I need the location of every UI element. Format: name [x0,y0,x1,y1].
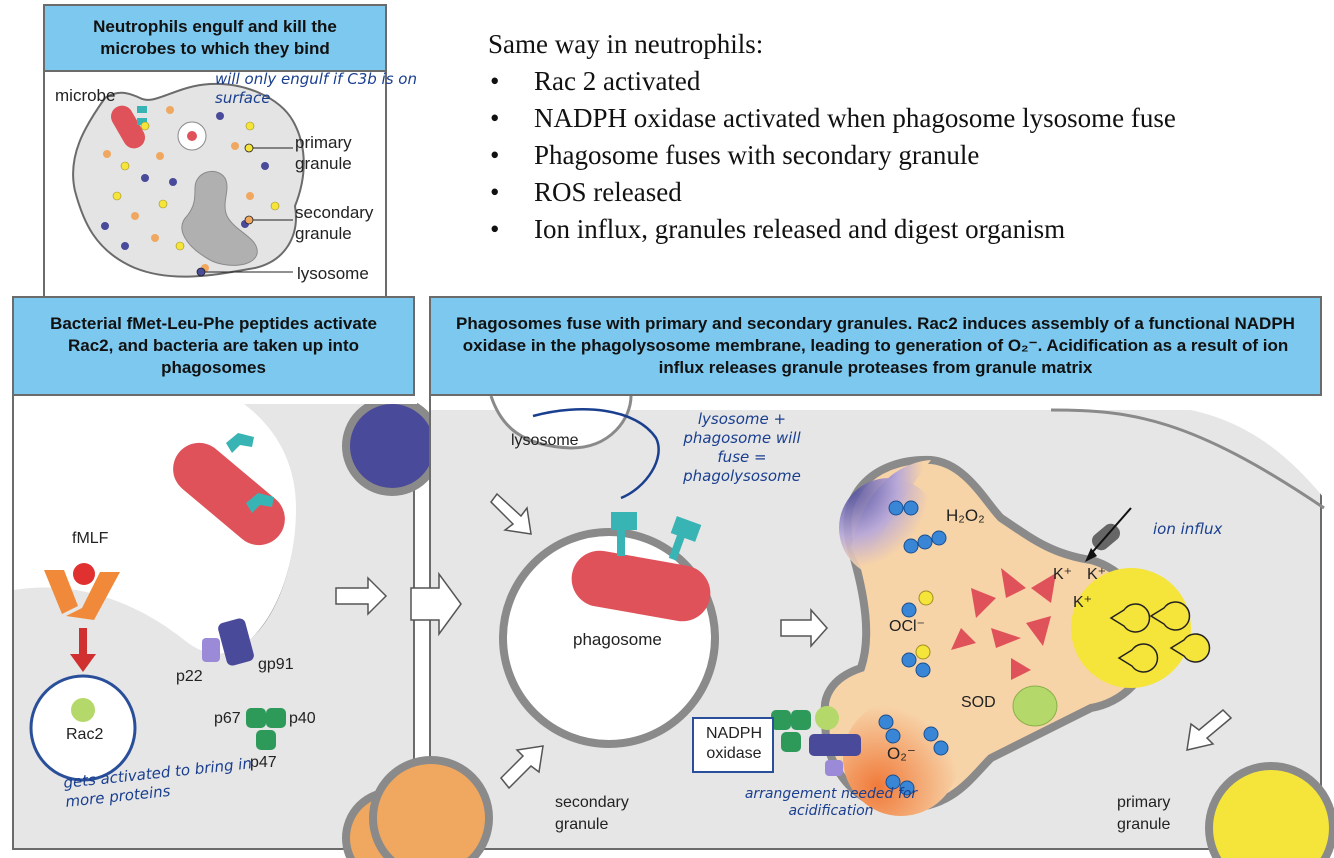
fmlf-receptor [44,570,120,620]
p22 [202,638,220,662]
label-primary-granule-right: primary granule [1117,794,1171,833]
label-secondary-granule-right: secondary granule [555,794,629,833]
nucleus [181,170,258,266]
notes-bullet: NADPH oxidase activated when phagosome l… [488,100,1176,137]
label-o2: O₂⁻ [887,744,916,763]
annotation-arrangement: arrangement needed for acidification [744,786,918,819]
bacterium [173,442,285,546]
panel-left-title: Bacterial fMet-Leu-Phe peptides activate… [50,314,377,377]
receptor [246,493,274,513]
label-ocl: OCl⁻ [889,618,925,635]
microbe-shape [111,105,145,149]
label-p67: p67 [214,710,241,727]
panel-right-header: Phagosomes fuse with primary and seconda… [431,298,1320,396]
microbe-receptor [137,118,147,125]
rac2-compartment [29,674,137,782]
label-primary-granule: primary granule [295,133,352,173]
label-k-1: K⁺ [1053,566,1073,583]
neutrophil-cell [72,82,305,278]
label-microbe: microbe [55,86,116,105]
panel-neutrophil-overview: Neutrophils engulf and kill the microbes… [43,4,417,310]
label-p22: p22 [176,668,203,685]
label-k-3: K⁺ [1073,594,1093,611]
panel-phagolysosome: Phagosomes fuse with primary and seconda… [369,296,1334,858]
label-phagosome: phagosome [573,630,662,649]
panel-top-title: Neutrophils engulf and kill the microbes… [93,17,337,58]
label-nadph-oxidase: NADPH oxidase [705,725,762,762]
annotation-fuse: lysosome + phagosome will fuse = phagoly… [683,410,801,485]
notes-block: Same way in neutrophils: Rac 2 activated… [488,26,1176,248]
receptor [226,433,254,453]
notes-bullet: Phagosome fuses with secondary granule [488,137,1176,174]
label-rac2: Rac2 [66,726,104,743]
label-secondary-granule: secondary granule [295,203,374,243]
p67 [246,708,266,728]
fmlf-ligand [73,563,95,585]
annotation-ion-influx: ion influx [1153,520,1223,538]
phagolysosome-illustration [369,395,1334,858]
rac2-protein [71,698,95,722]
notes-bullet: Rac 2 activated [488,63,1176,100]
nadph-box [692,717,774,773]
lysosome-shape [342,396,442,496]
gp91 [218,618,254,666]
microbe-receptor [137,106,147,113]
notes-bullet: Ion influx, granules released and digest… [488,211,1176,248]
neutrophil-illustration [72,82,305,278]
label-p40: p40 [289,710,316,727]
panel-rac2-activation: Bacterial fMet-Leu-Phe peptides activate… [12,296,442,858]
label-gp91: gp91 [258,656,294,673]
notes-list: Rac 2 activated NADPH oxidase activated … [488,63,1176,248]
notes-bullet: ROS released [488,174,1176,211]
p47 [256,730,276,750]
rac2-illustration [13,396,442,858]
label-p47: p47 [250,754,277,771]
label-sod: SOD [961,694,996,711]
label-h2o2: H₂O₂ [946,506,985,525]
granules [101,106,280,272]
phagosome-bacterium [571,550,711,622]
label-fmlf: fMLF [72,530,109,547]
ros-molecules [878,500,949,796]
label-lysosome-right: lysosome [511,432,579,449]
notes-heading: Same way in neutrophils: [488,29,764,59]
nadph-oxidase-complex [809,734,861,756]
panel-left-header: Bacterial fMet-Leu-Phe peptides activate… [14,298,413,396]
label-lysosome: lysosome [297,264,369,283]
annotation-c3b: will only engulf if C3b is on surface [215,70,417,107]
panel-top-header: Neutrophils engulf and kill the microbes… [45,6,385,72]
sod [1012,685,1058,727]
panel-right-title: Phagosomes fuse with primary and seconda… [456,314,1295,377]
label-k-2: K⁺ [1087,566,1107,583]
